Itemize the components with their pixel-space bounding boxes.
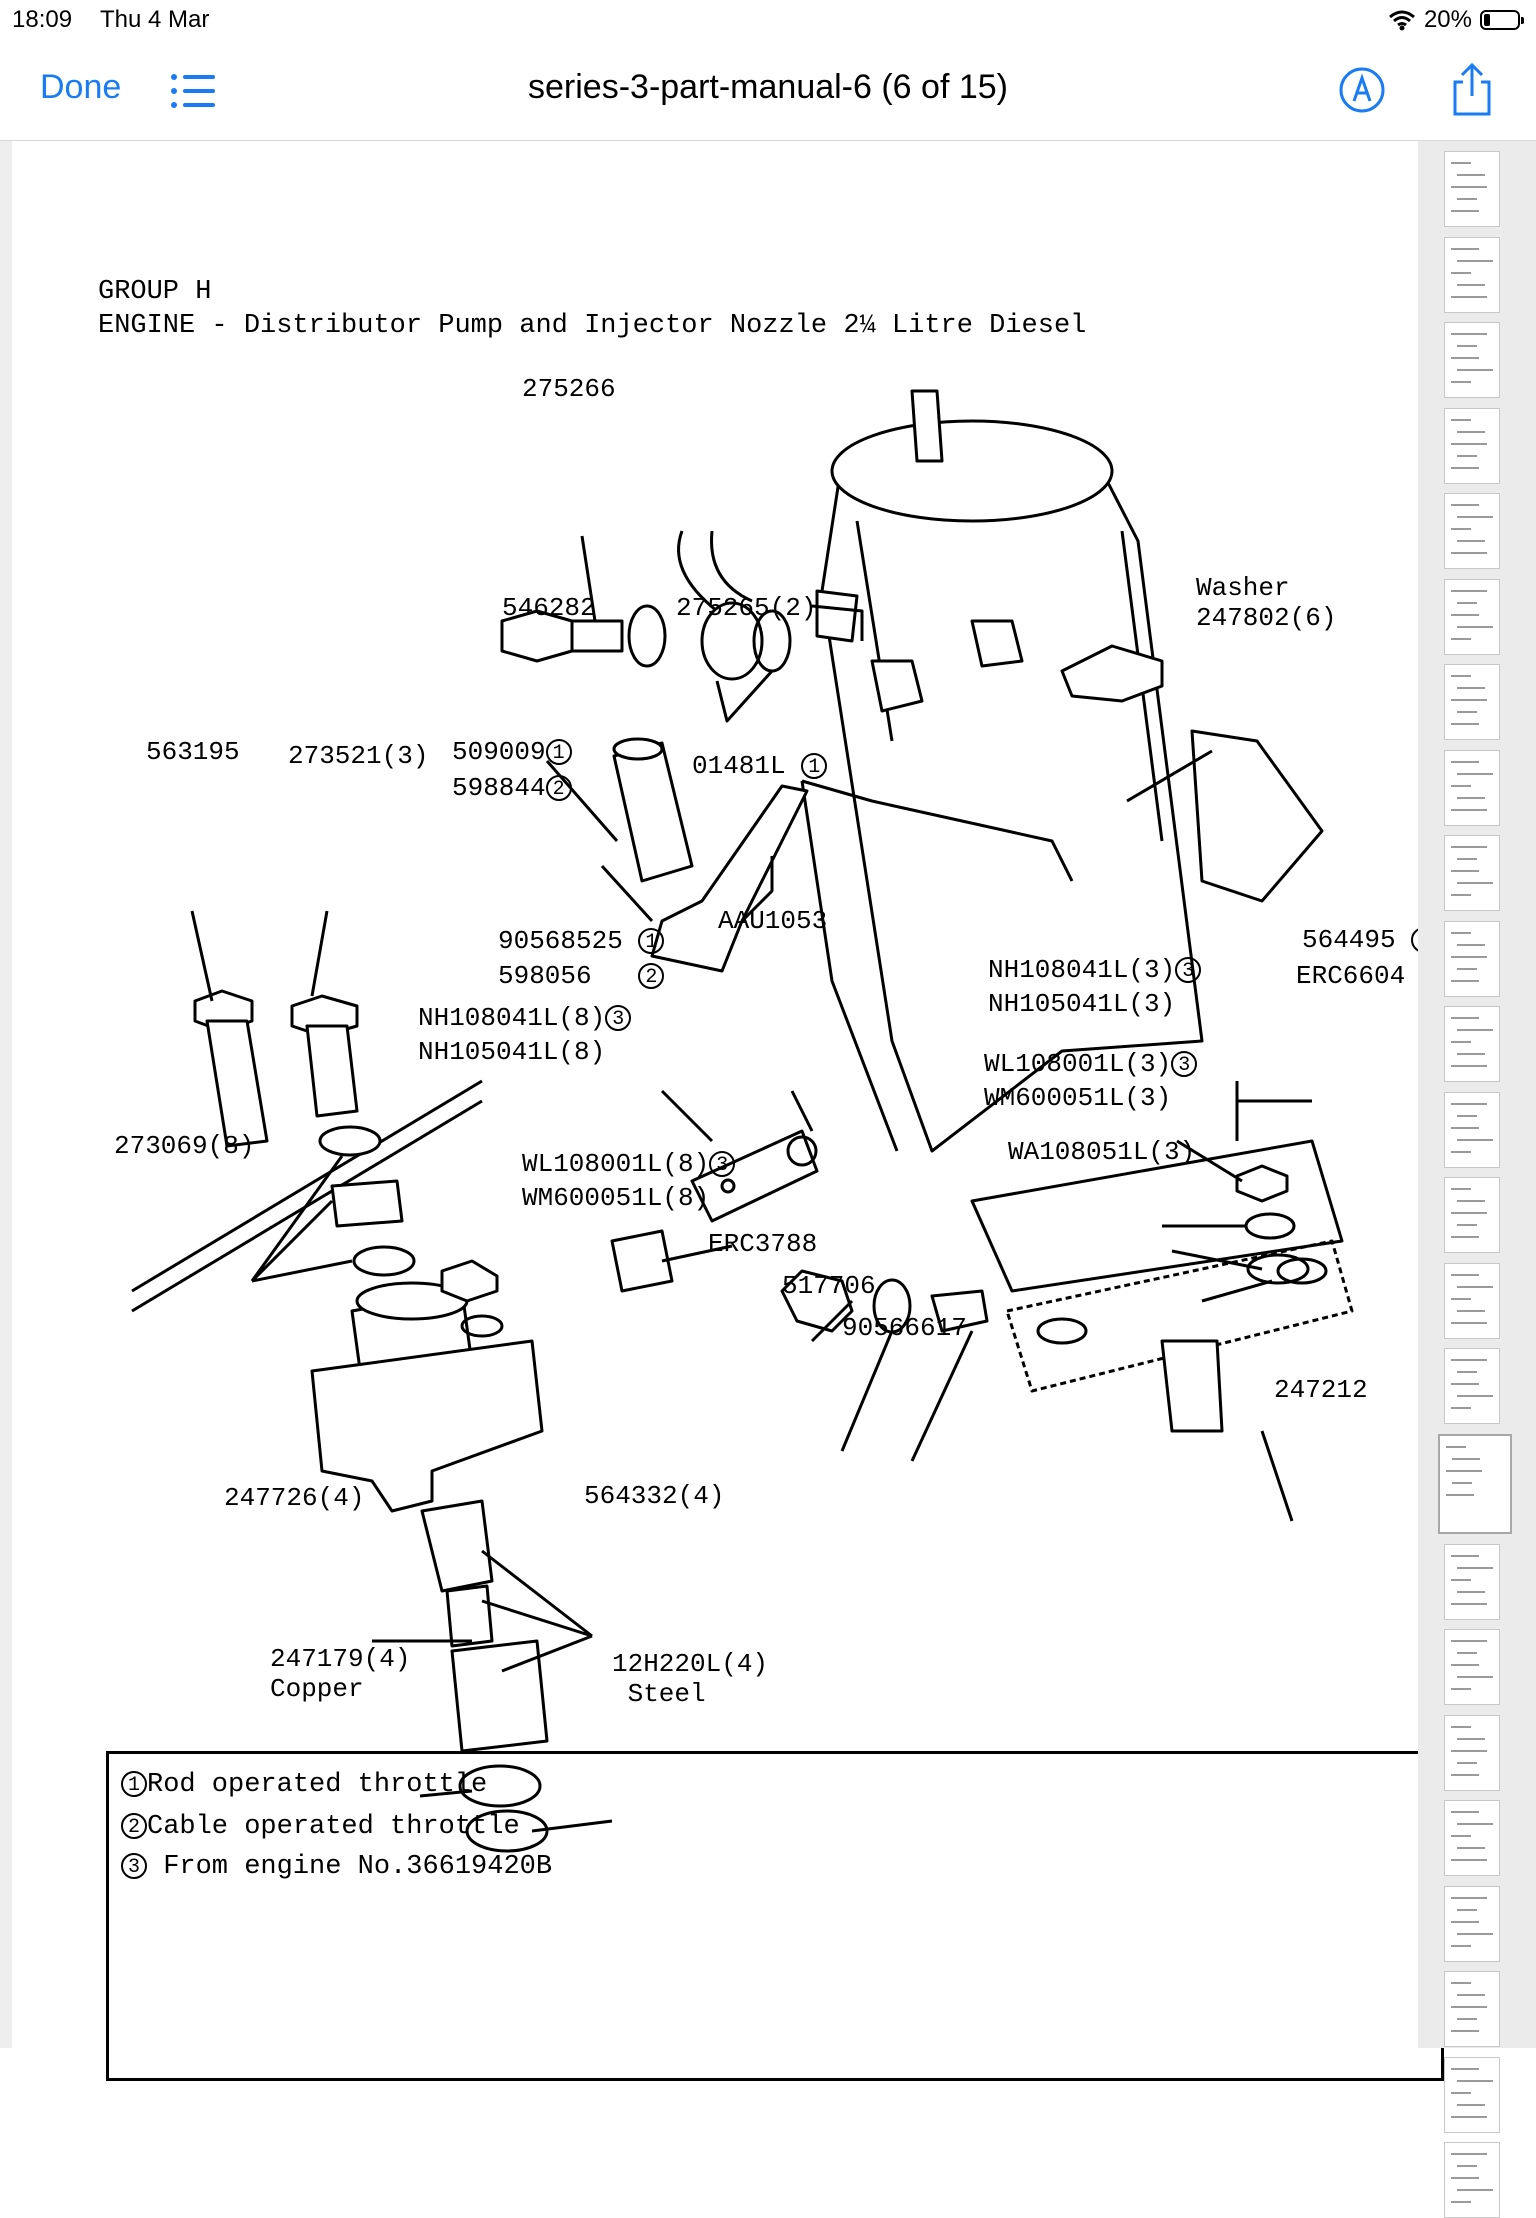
part-label-275266: 275266 — [522, 374, 616, 404]
part-label-273069: 273069(8) — [114, 1131, 255, 1161]
page-thumbnail[interactable] — [1444, 835, 1500, 911]
page-thumbnail[interactable] — [1444, 920, 1500, 997]
part-label-90568525: 90568525 1 — [498, 926, 665, 956]
exploded-parts-diagram — [131, 389, 1354, 1853]
part-label-wm600051l-8: WM600051L(8) — [522, 1183, 710, 1213]
part-label-546282: 546282 — [502, 593, 596, 623]
page-thumbnail[interactable] — [1444, 236, 1500, 313]
marker-2: 2 — [545, 775, 572, 802]
marker-1: 1 — [545, 739, 572, 766]
page-thumbnail[interactable] — [1444, 749, 1500, 826]
page-thumbnail[interactable] — [1444, 1348, 1500, 1424]
page-thumbnail[interactable] — [1444, 1543, 1500, 1620]
status-time: 18:09 — [12, 6, 73, 33]
marker-3: 3 — [1175, 957, 1202, 984]
part-label-598056: 598056 2 — [498, 961, 665, 991]
marker-1: 1 — [121, 1770, 147, 1797]
document-title: series-3-part-manual-6 (6 of 15) — [528, 68, 1008, 106]
wifi-icon — [1388, 10, 1415, 31]
part-label-washer-247802: Washer 247802(6) — [1196, 573, 1337, 633]
part-label-247179-copper: 247179(4) Copper — [270, 1644, 411, 1704]
page-thumbnail[interactable] — [1444, 578, 1500, 655]
page-heading: GROUP H ENGINE - Distributor Pump and In… — [98, 277, 1087, 341]
part-label-wl108001l-3: WL108001L(3)3 — [984, 1049, 1198, 1079]
page-thumbnail[interactable] — [1444, 1006, 1500, 1082]
battery-percent: 20% — [1423, 6, 1472, 33]
marker-3: 3 — [605, 1005, 632, 1032]
part-label-564495: 564495 1 — [1302, 925, 1438, 955]
part-label-nh105041l-8: NH105041L(8) — [418, 1037, 606, 1067]
part-label-247212: 247212 — [1274, 1375, 1368, 1405]
page-thumbnail[interactable] — [1444, 2056, 1500, 2133]
part-label-aau1053: AAU1053 — [718, 906, 828, 936]
part-label-564332: 564332(4) — [584, 1481, 725, 1511]
marker-3: 3 — [709, 1151, 736, 1178]
part-label-12h220l-steel: 12H220L(4) Steel — [612, 1649, 769, 1709]
page-thumbnail[interactable] — [1444, 1714, 1500, 1791]
status-date: Thu 4 Mar — [100, 6, 210, 33]
page-thumbnail[interactable] — [1444, 493, 1500, 569]
part-label-wl108001l-8: WL108001L(8)3 — [522, 1149, 736, 1179]
page-thumbnail[interactable] — [1444, 1971, 1500, 2047]
page-thumbnail-sidebar[interactable] — [1418, 141, 1536, 2218]
page-thumbnail[interactable] — [1444, 1885, 1500, 1962]
page-thumbnail[interactable] — [1444, 407, 1500, 484]
page-thumbnail[interactable] — [1444, 1091, 1500, 1168]
page-thumbnail[interactable] — [1444, 1800, 1500, 1876]
part-label-273521: 273521(3) — [288, 741, 429, 771]
marker-3: 3 — [121, 1852, 147, 1879]
part-label-563195: 563195 — [146, 737, 240, 767]
page-thumbnail[interactable] — [1444, 1262, 1500, 1339]
part-label-nh105041l-3: NH105041L(3) — [988, 989, 1176, 1019]
status-bar: 18:09 Thu 4 Mar 20% — [0, 0, 1536, 40]
page-thumbnail[interactable] — [1444, 664, 1500, 740]
page-thumbnail[interactable] — [1444, 1629, 1500, 1705]
top-toolbar: Done series-3-part-manual-6 (6 of 15) — [0, 40, 1536, 141]
part-label-nh108041l-8: NH108041L(8)3 — [418, 1003, 632, 1033]
part-label-erc3788: ERC3788 — [708, 1229, 818, 1259]
marker-2: 2 — [121, 1812, 147, 1839]
page-thumbnail[interactable] — [1438, 1433, 1512, 1534]
battery-level — [1484, 14, 1490, 26]
page-thumbnail[interactable] — [1444, 322, 1500, 398]
part-label-517706: 517706 — [782, 1271, 876, 1301]
manual-page: GROUP H ENGINE - Distributor Pump and In… — [12, 141, 1447, 2081]
share-icon[interactable] — [1450, 62, 1494, 118]
note-engine-number: 3 From engine No.36619420B — [121, 1852, 552, 1882]
part-label-wm600051l-3: WM600051L(3) — [984, 1083, 1172, 1113]
marker-3: 3 — [1171, 1051, 1198, 1078]
battery-icon — [1480, 10, 1524, 30]
done-button[interactable]: Done — [40, 68, 122, 106]
page-thumbnail[interactable] — [1444, 151, 1500, 227]
marker-1: 1 — [801, 753, 828, 780]
list-icon[interactable] — [170, 72, 216, 110]
part-label-nh108041l-3: NH108041L(3)3 — [988, 955, 1202, 985]
markup-icon[interactable] — [1338, 66, 1386, 114]
marker-2: 2 — [638, 963, 665, 990]
part-label-01481l: 01481L 1 — [692, 751, 828, 781]
status-right: 20% — [1388, 6, 1524, 34]
page-thumbnail[interactable] — [1444, 2142, 1500, 2218]
document-viewport[interactable]: GROUP H ENGINE - Distributor Pump and In… — [0, 141, 1447, 2081]
part-label-247726: 247726(4) — [224, 1483, 365, 1513]
page-thumbnail[interactable] — [1444, 1177, 1500, 1253]
marker-1: 1 — [638, 928, 665, 955]
part-label-90566617: 90566617 — [842, 1313, 967, 1343]
part-label-275265: 275265(2) — [676, 593, 817, 623]
part-label-wa108051l: WA108051L(3) — [1008, 1137, 1196, 1167]
